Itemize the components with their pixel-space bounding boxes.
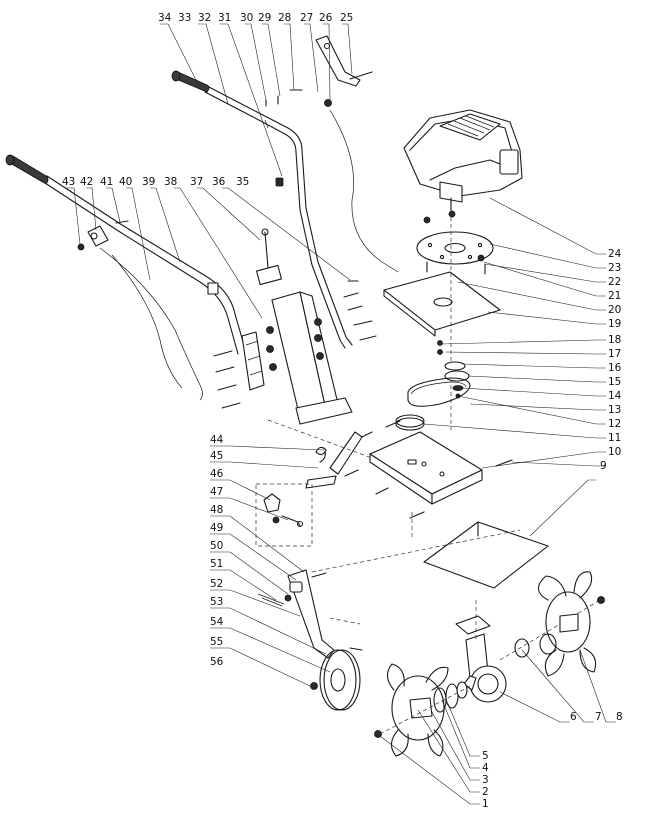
callout-45: 45 [210,450,223,462]
callout-11: 11 [608,432,621,444]
callout-9: 9 [600,460,607,472]
callout-25: 25 [340,12,353,24]
callout-21: 21 [608,290,621,302]
leader-lines [66,23,616,805]
callout-51: 51 [210,558,223,570]
pulley-large [395,414,425,431]
tine-set-right [537,571,605,677]
engine [403,109,523,213]
callout-27: 27 [300,12,313,24]
callout-4: 4 [482,762,489,774]
callout-13: 13 [608,404,621,416]
handle-grip-upper [171,70,210,93]
callout-26: 26 [319,12,333,24]
callout-42: 42 [80,176,93,188]
right-axle [499,599,601,661]
callout-7: 7 [595,711,602,723]
mount-plate [383,271,501,337]
callout-33: 33 [178,12,191,24]
callout-22: 22 [608,276,621,288]
callout-20: 20 [608,304,621,316]
throttle-cable [329,109,399,273]
callout-35: 35 [236,176,249,188]
callout-48: 48 [210,504,223,516]
upper-handle [204,85,353,349]
callout-34: 34 [158,12,172,24]
callout-5: 5 [482,750,489,762]
callout-19: 19 [608,318,621,330]
main-frame [344,420,513,519]
callout-8: 8 [616,711,623,723]
callout-32: 32 [198,12,211,24]
callout-15: 15 [608,376,621,388]
callout-labels: 34 33 32 31 30 29 28 27 26 25 43 42 41 4… [62,12,623,810]
callout-24: 24 [608,248,622,260]
callout-17: 17 [608,348,621,360]
callout-38: 38 [164,176,177,188]
callout-6: 6 [570,711,577,723]
callout-23: 23 [608,262,621,274]
callout-29: 29 [258,12,271,24]
handle-grip-lower [5,154,49,185]
wheel-bracket [257,569,363,659]
callout-49: 49 [210,522,223,534]
throttle-lever [315,35,361,87]
callout-47: 47 [210,486,223,498]
callout-3: 3 [482,774,489,786]
clutch-lever [87,225,109,247]
callout-53: 53 [210,596,223,608]
callout-43: 43 [62,176,75,188]
lower-handle [44,175,247,355]
handle-hardware [77,71,373,295]
handle-mount-column [256,228,353,425]
callout-1: 1 [482,798,489,810]
callout-36: 36 [212,176,226,188]
belt-guard-cover [423,521,549,589]
gearbox [455,600,507,703]
handle-bracket-strip [241,331,265,391]
callout-16: 16 [608,362,622,374]
callout-46: 46 [210,468,224,480]
callout-41: 41 [100,176,113,188]
callout-18: 18 [608,334,621,346]
callout-44: 44 [210,434,224,446]
callout-52: 52 [210,578,223,590]
callout-50: 50 [210,540,223,552]
support-wheel [310,649,361,711]
cable-loop [111,254,183,389]
clutch-cable [99,247,203,401]
column-bolts [213,292,377,409]
callout-28: 28 [278,12,291,24]
callout-12: 12 [608,418,621,430]
callout-2: 2 [482,786,489,798]
callout-14: 14 [608,390,622,402]
drive-belt [407,377,471,407]
callout-30: 30 [240,12,253,24]
callout-10: 10 [608,446,621,458]
engine-plate [416,210,494,275]
drive-stack [437,210,470,430]
callout-31: 31 [218,12,231,24]
callout-56: 56 [210,656,224,668]
callout-40: 40 [119,176,132,188]
callout-54: 54 [210,616,224,628]
callout-55: 55 [210,636,223,648]
tension-arm [305,431,363,489]
tine-set-left [374,663,471,757]
callout-39: 39 [142,176,155,188]
callout-37: 37 [190,176,203,188]
hitch-pin-group [255,419,521,625]
